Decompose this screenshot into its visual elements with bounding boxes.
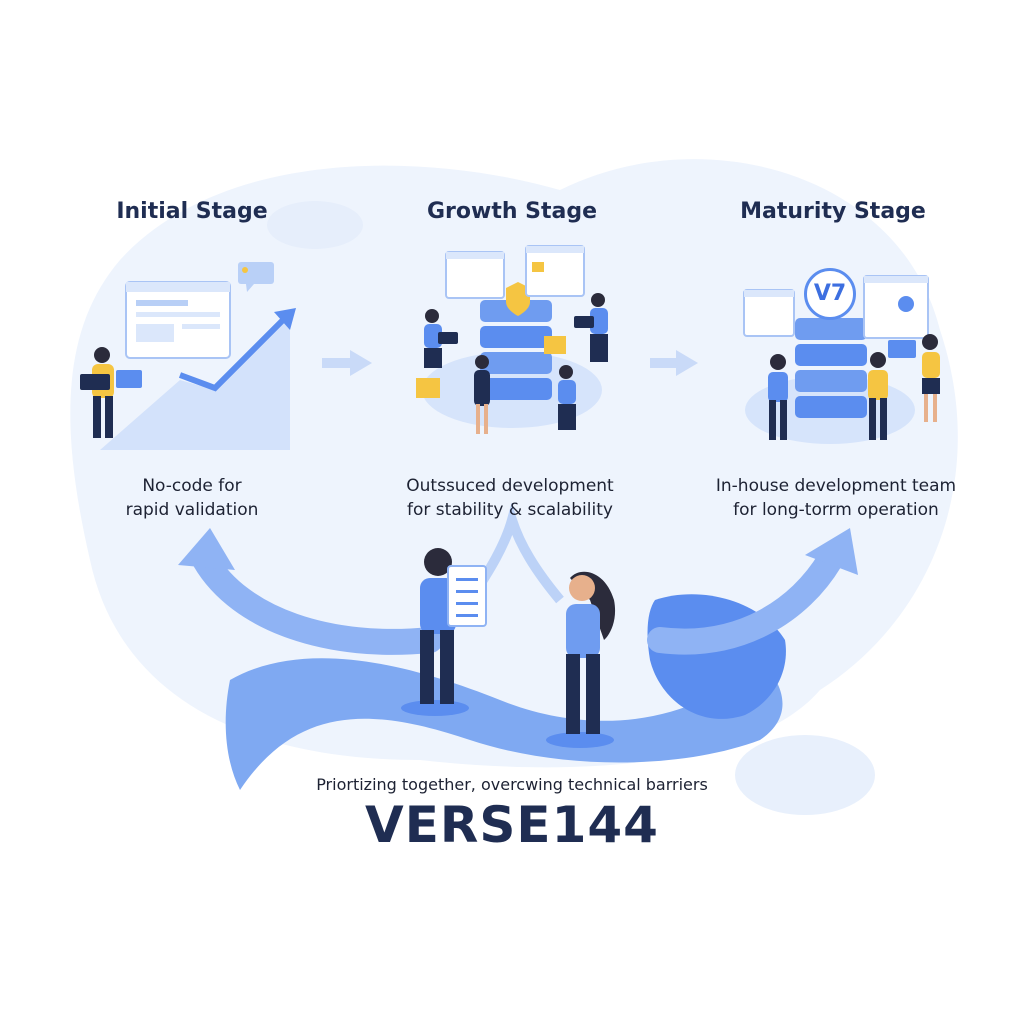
stage-desc-line: In-house development team [696, 474, 976, 498]
box-icon [416, 378, 440, 398]
tagline: Priortizing together, overcwing technica… [212, 775, 812, 794]
stage-desc-line: Outssuced development [370, 474, 650, 498]
stage-desc-maturity: In-house development team for long-torrm… [696, 474, 976, 522]
stage-desc-growth: Outssuced development for stability & sc… [370, 474, 650, 522]
stage-desc-line: for long-torrm operation [696, 498, 976, 522]
stage-title-initial: Initial Stage [62, 199, 322, 224]
stage-desc-line: No-code for [52, 474, 332, 498]
browser-window-icon [126, 282, 230, 358]
stage-title-growth: Growth Stage [382, 199, 642, 224]
maturity-logo-badge: V7 [804, 268, 856, 320]
checklist-icon [448, 566, 486, 626]
stage-desc-line: for stability & scalability [370, 498, 650, 522]
stage-title-maturity: Maturity Stage [703, 199, 963, 224]
box-icon [544, 336, 566, 354]
brand-name: VERSE144 [312, 796, 712, 854]
background-blob [70, 159, 958, 767]
laptop-icon [888, 340, 916, 358]
stage-desc-initial: No-code for rapid validation [52, 474, 332, 522]
stage-desc-line: rapid validation [52, 498, 332, 522]
